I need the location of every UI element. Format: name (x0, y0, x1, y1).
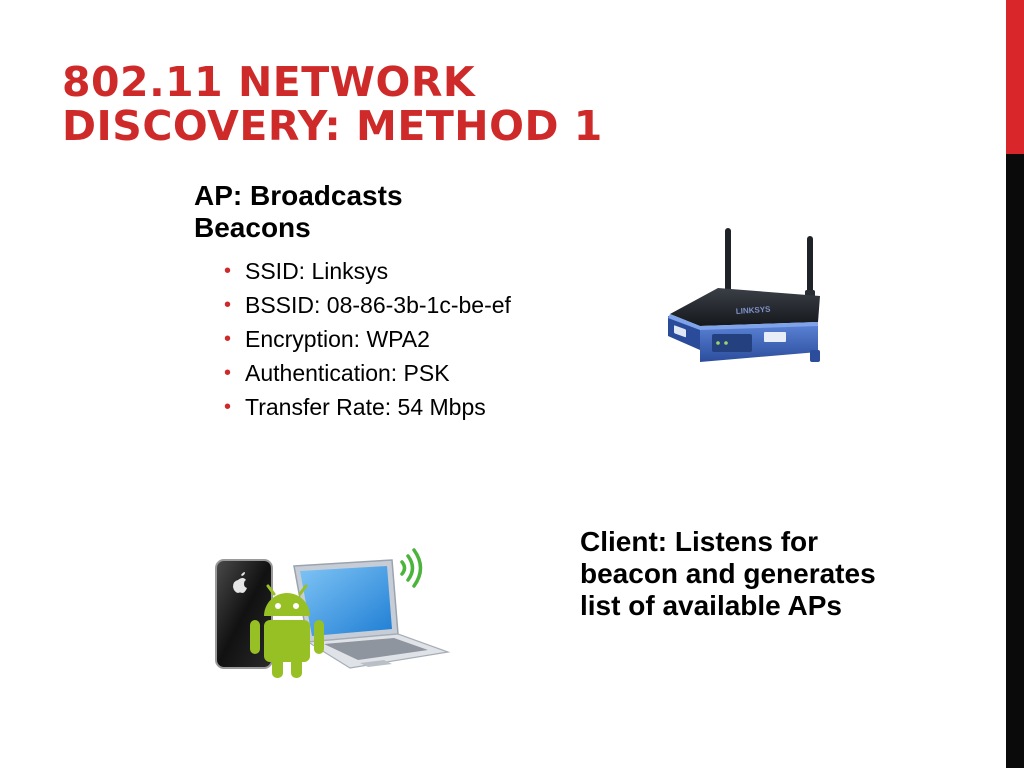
client-description: Client: Listens for beacon and generates… (580, 526, 876, 621)
smartphone-icon (215, 559, 273, 669)
laptop-icon (293, 559, 451, 669)
android-robot-icon (250, 584, 324, 678)
slide-title: 802.11 Network Discovery: Method 1 (62, 60, 603, 148)
ap-heading-line-1: AP: Broadcasts (194, 180, 403, 211)
list-item-text: Transfer Rate: 54 Mbps (245, 394, 486, 420)
router-brand-label: LINKSYS (736, 305, 772, 316)
bullet-dot: • (224, 362, 232, 384)
side-accent-red (1006, 0, 1024, 154)
list-item: • Transfer Rate: 54 Mbps (224, 394, 524, 420)
list-item-text: SSID: Linksys (245, 258, 389, 284)
list-item-text: Encryption: WPA2 (245, 326, 430, 352)
list-item: • Encryption: WPA2 (224, 326, 524, 352)
side-accent-black (1006, 154, 1024, 768)
list-item-text: Authentication: PSK (245, 360, 450, 386)
title-line-1: 802.11 Network (62, 58, 476, 106)
bullet-dot: • (224, 260, 232, 282)
antenna-left (725, 228, 731, 298)
bullet-dot: • (224, 294, 232, 316)
client-devices-illustration (215, 548, 451, 678)
list-item-text: BSSID: 08-86-3b-1c-be-ef (245, 292, 511, 318)
list-item: • SSID: Linksys (224, 258, 524, 284)
wireless-router-icon: LINKSYS (668, 228, 820, 362)
bullet-dot: • (224, 396, 232, 418)
wifi-signal-icon (400, 548, 423, 588)
antenna-right (807, 236, 813, 298)
title-line-2: Discovery: Method 1 (62, 102, 603, 150)
beacon-fields-list: • SSID: Linksys • BSSID: 08-86-3b-1c-be-ef… (224, 258, 524, 428)
ap-heading-line-2: Beacons (194, 212, 311, 243)
list-item: • BSSID: 08-86-3b-1c-be-ef (224, 292, 524, 318)
list-item: • Authentication: PSK (224, 360, 524, 386)
ap-heading: AP: Broadcasts Beacons (194, 180, 403, 244)
bullet-dot: • (224, 328, 232, 350)
